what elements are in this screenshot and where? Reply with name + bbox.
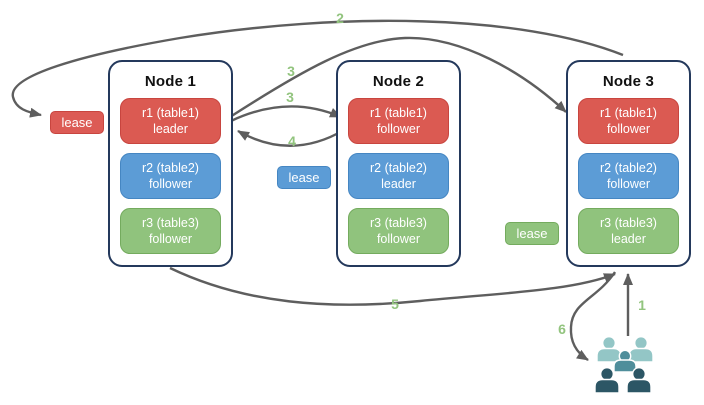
node-2: Node 2 r1 (table1) follower r2 (table2) … <box>336 60 461 267</box>
step-label-3-long: 3 <box>287 63 295 79</box>
replica-role: leader <box>381 177 416 191</box>
replica-r2-node1: r2 (table2) follower <box>120 153 221 199</box>
replica-name: r1 (table1) <box>142 105 199 120</box>
replica-name: r3 (table3) <box>142 215 199 230</box>
replica-r2-node2: r2 (table2) leader <box>348 153 449 199</box>
replica-name: r1 (table1) <box>370 105 427 120</box>
replica-r3-node2: r3 (table3) follower <box>348 208 449 254</box>
node-title: Node 1 <box>144 73 197 90</box>
step-label-4: 4 <box>288 133 296 149</box>
replica-r3-node1: r3 (table3) follower <box>120 208 221 254</box>
step-label-3-short: 3 <box>286 89 294 105</box>
replica-role: follower <box>606 122 651 136</box>
replica-r1-node3: r1 (table1) follower <box>578 98 679 144</box>
replica-role: follower <box>148 177 193 191</box>
replica-name: r2 (table2) <box>600 160 657 175</box>
node-3: Node 3 r1 (table1) follower r2 (table2) … <box>566 60 691 267</box>
replica-role: follower <box>376 232 421 246</box>
replica-name: r2 (table2) <box>370 160 427 175</box>
lease-badge-table3: lease <box>505 222 559 245</box>
replica-name: r2 (table2) <box>142 160 199 175</box>
replica-role: follower <box>606 177 651 191</box>
step-label-1: 1 <box>638 297 646 313</box>
replica-role: leader <box>153 122 188 136</box>
step-label-5: 5 <box>391 296 399 312</box>
lease-badge-table2: lease <box>277 166 331 189</box>
replica-role: follower <box>148 232 193 246</box>
arrow-step-3-short <box>230 105 342 123</box>
node-title: Node 3 <box>602 73 655 90</box>
node-title: Node 2 <box>372 73 425 90</box>
node-1: Node 1 r1 (table1) leader r2 (table2) fo… <box>108 60 233 267</box>
step-label-2: 2 <box>336 10 344 26</box>
users-group-icon <box>594 335 654 394</box>
replica-r2-node3: r2 (table2) follower <box>578 153 679 199</box>
replica-r3-node3: r3 (table3) leader <box>578 208 679 254</box>
replica-name: r3 (table3) <box>600 215 657 230</box>
lease-badge-table1: lease <box>50 111 104 134</box>
step-label-6: 6 <box>558 321 566 337</box>
replica-name: r3 (table3) <box>370 215 427 230</box>
replica-r1-node1: r1 (table1) leader <box>120 98 221 144</box>
replica-name: r1 (table1) <box>600 105 657 120</box>
replica-r1-node2: r1 (table1) follower <box>348 98 449 144</box>
arrow-step-2 <box>11 19 624 118</box>
replica-role: leader <box>611 232 646 246</box>
replica-role: follower <box>376 122 421 136</box>
